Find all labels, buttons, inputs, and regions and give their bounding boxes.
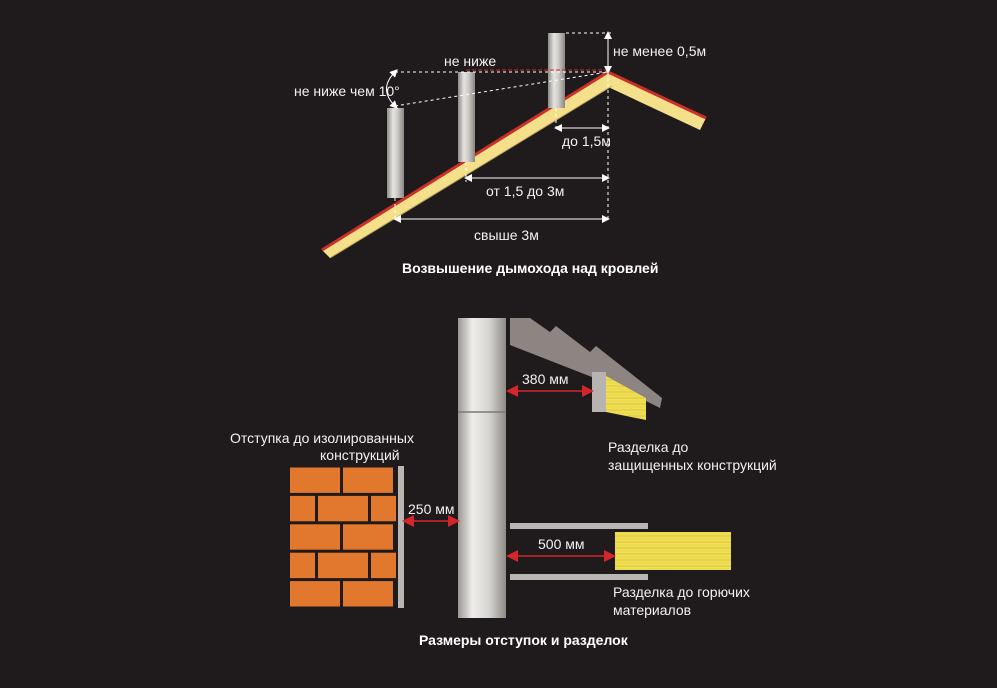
brick: [290, 581, 340, 607]
insulation-strip: [398, 466, 404, 608]
chimney-pipe-far: [387, 108, 404, 198]
brick: [343, 467, 393, 493]
roof-figure: не ниже чем 10° не ниже не менее 0,5м до…: [294, 31, 707, 276]
protected-insulation: [592, 372, 606, 412]
label-insulated-2: конструкций: [320, 447, 400, 463]
plate-upper: [510, 523, 648, 529]
roof-fragment: [510, 318, 662, 408]
label-over: свыше 3м: [474, 227, 539, 243]
top-title: Возвышение дымохода над кровлей: [402, 260, 658, 276]
label-combustible-1: Разделка до горючих: [613, 584, 750, 600]
label-up-to: до 1,5м: [562, 133, 611, 149]
label-protected-1: Разделка до: [608, 439, 689, 455]
brick: [290, 524, 340, 550]
bottom-title: Размеры отступок и разделок: [419, 632, 629, 648]
protected-wood-block: [606, 376, 646, 420]
brick-wall: [290, 466, 396, 608]
main-chimney-pipe: [458, 318, 506, 618]
brick: [290, 467, 340, 493]
brick: [371, 495, 396, 522]
brick: [290, 495, 315, 522]
label-not-lower: не ниже: [444, 53, 496, 69]
chimney-pipe-mid: [458, 72, 475, 162]
label-insulated-1: Отступка до изолированных: [230, 430, 414, 446]
label-from-to: от 1,5 до 3м: [486, 183, 564, 199]
label-min-height: не менее 0,5м: [613, 43, 706, 59]
clearance-figure: Отступка до изолированных конструкций 25…: [230, 318, 777, 648]
roof-right-edge: [607, 70, 707, 120]
brick: [318, 552, 368, 579]
brick: [371, 552, 396, 579]
brick: [343, 524, 393, 550]
angle-arc: [386, 69, 398, 109]
roof-right-slope: [606, 72, 706, 130]
brick: [343, 581, 393, 607]
label-protected-2: защищенных конструкций: [608, 457, 777, 473]
label-250: 250 мм: [408, 501, 455, 517]
label-500: 500 мм: [538, 536, 585, 552]
brick: [318, 495, 368, 522]
label-angle: не ниже чем 10°: [294, 83, 400, 99]
combustible-wood-block: [615, 532, 731, 570]
label-combustible-2: материалов: [613, 602, 691, 618]
roof-underline: [329, 85, 613, 259]
label-380: 380 мм: [522, 371, 569, 387]
plate-lower: [510, 574, 648, 580]
brick: [290, 552, 315, 579]
